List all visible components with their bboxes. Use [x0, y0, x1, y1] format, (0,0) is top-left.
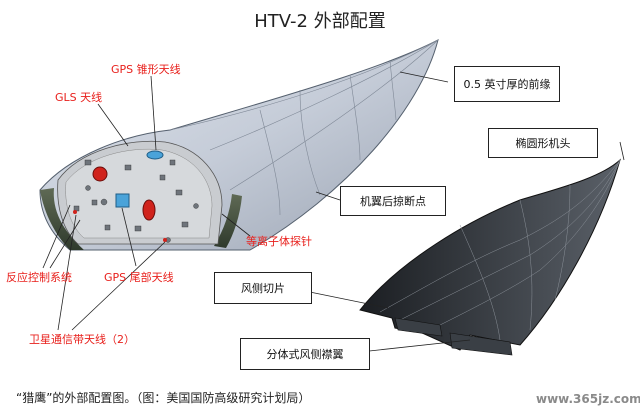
small-components [73, 159, 199, 243]
watermark: www.365jz.com [536, 392, 640, 406]
diagram-title: HTV-2 外部配置 [254, 11, 386, 32]
red-sensor-left [92, 166, 108, 182]
callout-wing-breakpoint: 机翼后掠断点 [340, 186, 446, 216]
label-plasma-probe: 等离子体探针 [246, 235, 312, 248]
callout-leading-edge: 0.5 英寸厚的前缘 [454, 66, 560, 102]
gps-tail-antenna-panel [115, 193, 130, 208]
callout-elliptical-nose: 椭圆形机头 [488, 128, 598, 158]
vehicle-body-bottom-view [359, 158, 621, 356]
figure-caption: “猎鹰”的外部配置图。（图：美国国防高级研究计划局） [16, 391, 311, 405]
callout-split-flap: 分体式风侧襟翼 [240, 338, 370, 370]
label-gls-antenna: GLS 天线 [55, 91, 103, 104]
vehicle-body-top-view [39, 39, 439, 251]
red-sensor-right [142, 199, 156, 221]
label-gps-tail-antenna: GPS 尾部天线 [104, 271, 174, 284]
label-gps-cone-antenna: GPS 锥形天线 [111, 63, 181, 76]
label-satellite-antenna: 卫星通信带天线（2） [29, 333, 135, 346]
label-reaction-control-system: 反应控制系统 [6, 271, 72, 284]
satellite-antenna-marks [73, 210, 167, 242]
gps-cone-antenna-mark [146, 150, 164, 160]
callout-wind-side-cut: 风侧切片 [214, 272, 312, 304]
leader-lines [42, 71, 625, 353]
